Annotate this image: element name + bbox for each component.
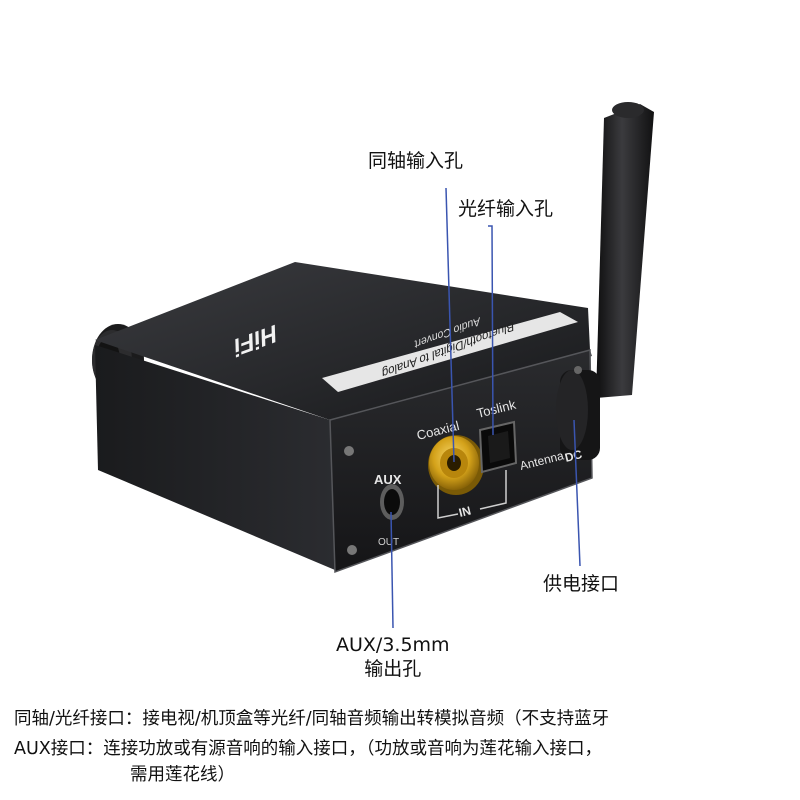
callout-lines [390, 187, 581, 629]
out-text: OUT [378, 537, 399, 548]
device-top-face [95, 262, 590, 420]
screws [344, 366, 582, 555]
aux-output-callout: AUX/3.5mm 输出孔 [336, 634, 450, 682]
optical-input-callout: 光纤输入孔 [458, 198, 554, 220]
aux-output-callout-line2: 输出孔 [364, 657, 422, 680]
in-text: IN [457, 503, 472, 519]
aux-jack [380, 484, 404, 520]
coaxial-input-callout: 同轴输入孔 [368, 150, 464, 172]
antenna [556, 102, 654, 460]
description-block2: AUX接口：连接功放或有源音响的输入接口，（功放或音响为莲花输入接口， 需用莲花… [14, 736, 794, 789]
coaxial-connector [428, 435, 484, 495]
description-line1: 同轴/光纤接口：接电视/机顶盒等光纤/同轴音频输出转模拟音频（不支持蓝牙 [14, 709, 610, 729]
aux-text: AUX [374, 472, 402, 487]
description-line3: 需用莲花线） [130, 765, 235, 786]
power-port-callout: 供电接口 [543, 573, 620, 595]
dc-text: DC [563, 447, 584, 465]
description-line2: AUX接口：连接功放或有源音响的输入接口，（功放或音响为莲花输入接口， [14, 739, 603, 759]
device-side-face [95, 345, 335, 570]
toslink-port [478, 420, 518, 474]
top-label-stripe [322, 312, 578, 392]
in-bracket [437, 470, 507, 519]
aux-output-callout-line1: AUX/3.5mm [336, 634, 450, 656]
